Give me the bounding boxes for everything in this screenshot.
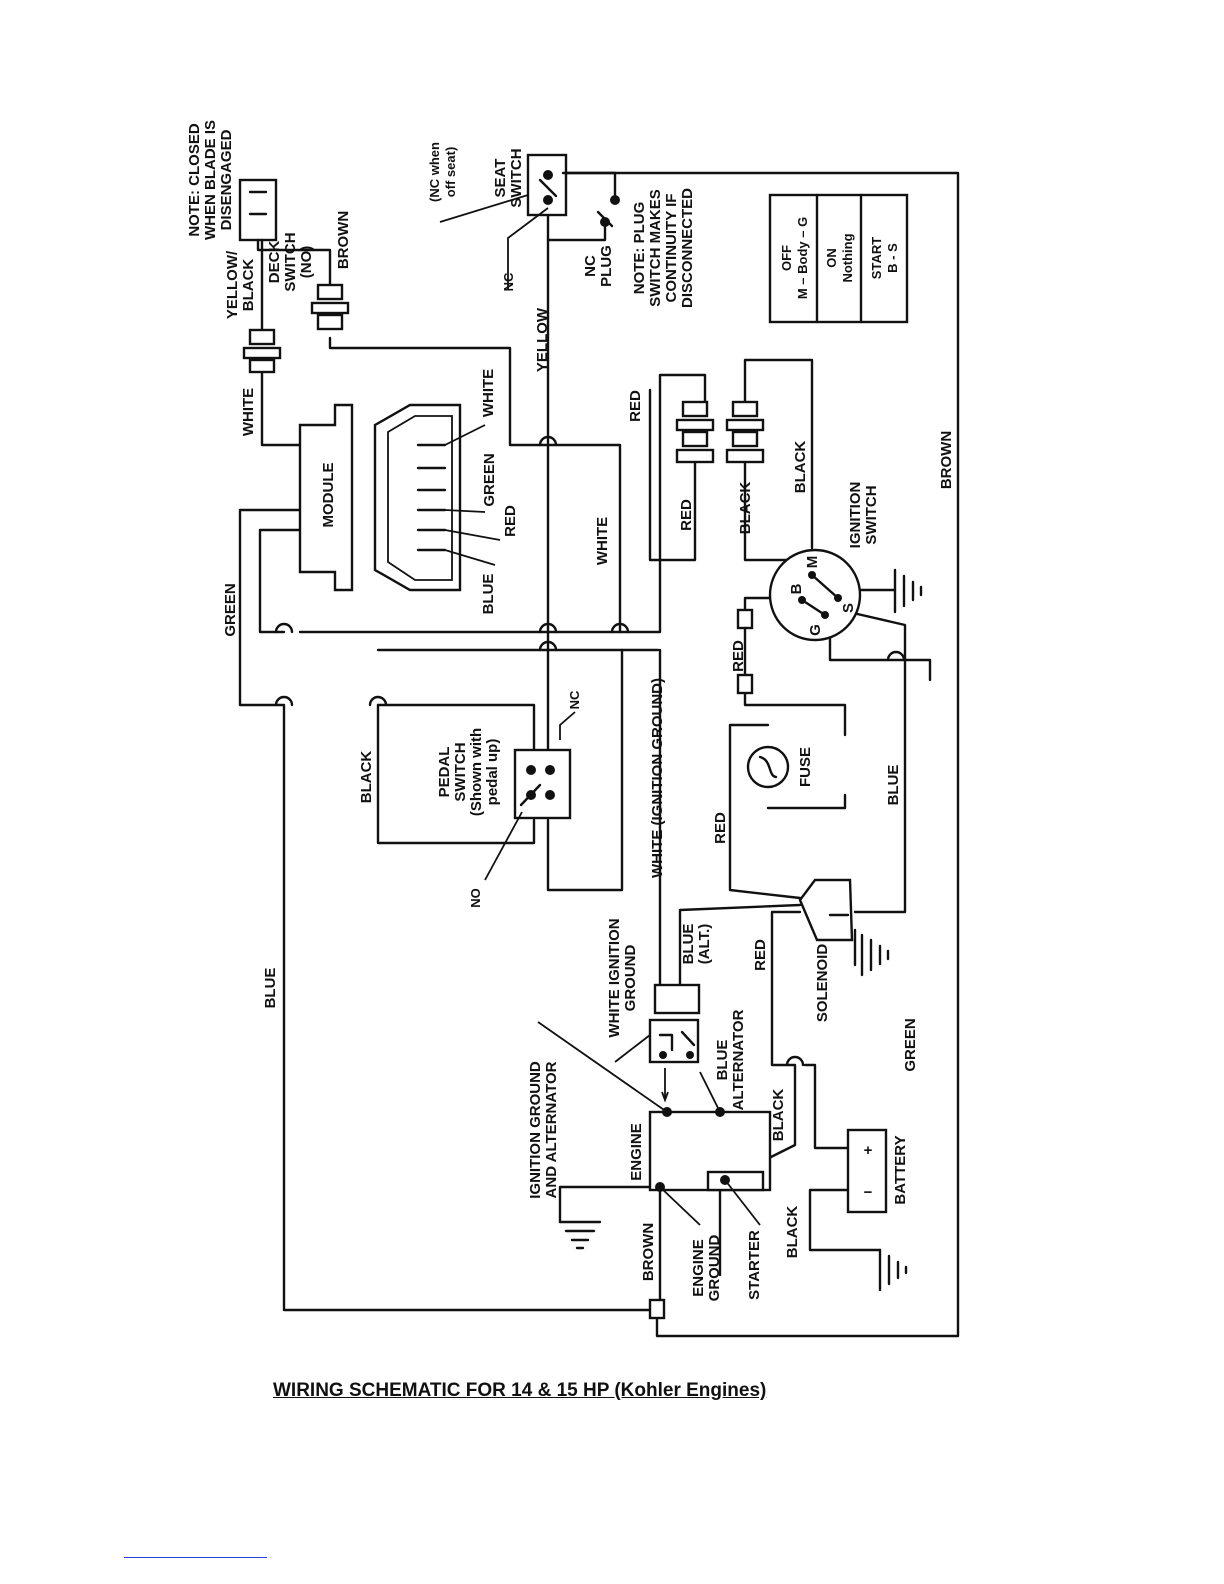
note-plug: NOTE: PLUGSWITCH MAKESCONTINUITY IFDISCO… [631, 188, 696, 308]
wire-red-low: RED [712, 812, 729, 844]
switch-table-connection-1: Nothing [840, 233, 855, 282]
engine-ground-label: ENGINEGROUND [690, 1235, 723, 1302]
terminal-b: B [788, 583, 805, 594]
blue-alternator-label: BLUEALTERNATOR [714, 1009, 747, 1110]
ground-battery [878, 1248, 908, 1292]
contact-nc-seat: NC [501, 272, 516, 291]
solenoid [798, 878, 857, 967]
battery-minus: − [864, 1184, 873, 1201]
wire-red-plug2: RED [678, 499, 695, 531]
wire-red-sol: RED [752, 939, 769, 971]
wire-black-plug: BLACK [737, 482, 754, 535]
wire-white-module: WHITE [480, 369, 497, 417]
footer-rule [124, 1557, 267, 1558]
nc-plug [546, 171, 620, 242]
red-terminal-bottom [736, 673, 754, 695]
engine [537, 1021, 772, 1226]
wire-brown-bottom: BROWN [640, 1223, 657, 1281]
module [298, 403, 354, 592]
deck-switch-label: DECKSWITCH(NO) [266, 232, 315, 291]
deck-switch [238, 178, 332, 332]
seat-switch-label: SEATSWITCH [492, 148, 525, 207]
engine-label: ENGINE [628, 1123, 645, 1181]
note-deck: NOTE: CLOSEDWHEN BLADE ISDISENGAGED [186, 120, 235, 240]
module-connector [373, 403, 501, 592]
wire-blue-module: BLUE [480, 574, 497, 615]
switch-table-position-1: ON [824, 248, 839, 268]
pedal-switch-label: PEDALSWITCH(Shown withpedal up) [436, 728, 501, 816]
wire-white-mid: WHITE [594, 517, 611, 565]
ground-ignition [893, 568, 923, 614]
pedal-switch [484, 711, 576, 881]
terminal-m: M [804, 556, 821, 569]
connector-brown [310, 283, 350, 331]
labels: NOTE: CLOSEDWHEN BLADE ISDISENGAGED NOTE:… [186, 120, 955, 1301]
wire-green-left: GREEN [222, 583, 239, 636]
battery-plus: + [864, 1142, 873, 1159]
brown-terminal [648, 1298, 666, 1320]
connector-white [242, 328, 282, 374]
wire-white-deck: WHITE [240, 388, 257, 436]
fuse-label: FUSE [797, 747, 814, 787]
schematic-caption: WIRING SCHEMATIC FOR 14 & 15 HP (Kohler … [273, 1380, 767, 1401]
ground-solenoid [860, 933, 890, 977]
wire-black-starter: BLACK [770, 1089, 787, 1142]
wire-black-ign: BLACK [792, 441, 809, 494]
ignition-switch [768, 548, 862, 642]
contact-no-pedal: NO [468, 888, 483, 908]
ignition-switch-label: IGNITIONSWITCH [847, 482, 880, 549]
ign-ground-alt-label: IGNITION GROUNDAND ALTERNATOR [527, 1061, 560, 1199]
wire-red-fuse: RED [730, 640, 747, 672]
wire-brown-deck: BROWN [335, 211, 352, 269]
connector-black [725, 400, 765, 464]
white-ign-ground-label: WHITE IGNITIONGROUND [606, 918, 639, 1037]
switch-table-connection-2: B - S [885, 243, 900, 273]
wire-blue-left: BLUE [262, 968, 279, 1009]
switch-table-connection-0: M – Body – G [795, 217, 810, 299]
wire-black-pedal: BLACK [358, 751, 375, 804]
wire-yellow-black: YELLOW/BLACK [224, 250, 257, 319]
wire-green-bat: GREEN [902, 1018, 919, 1071]
ground-engine [558, 1220, 602, 1250]
red-terminal-top [736, 608, 754, 630]
note-seat-nc: (NC whenoff seat) [427, 142, 458, 202]
solenoid-label: SOLENOID [814, 944, 831, 1023]
wire-brown-right: BROWN [938, 431, 955, 489]
terminal-s: S [840, 603, 857, 613]
nc-plug-label: NCPLUG [582, 245, 615, 287]
contact-nc-pedal: NC [567, 690, 582, 709]
module-label: MODULE [320, 463, 337, 528]
battery [846, 1128, 888, 1214]
wires [238, 171, 960, 1338]
connector-red [675, 400, 715, 464]
wire-white-ign-ground: WHITE (IGNITION GROUND) [649, 678, 666, 878]
seat-switch [439, 153, 568, 290]
fuse [746, 745, 790, 789]
switch-table [768, 193, 909, 324]
switch-table-position-0: OFF [779, 245, 794, 271]
wire-red-module: RED [502, 505, 519, 537]
terminal-g: G [807, 624, 824, 636]
alternator-connector [648, 983, 701, 1103]
switch-table-position-2: START [869, 237, 884, 279]
wire-black-bat: BLACK [784, 1206, 801, 1259]
wire-green-module: GREEN [481, 453, 498, 506]
battery-label: BATTERY [892, 1135, 909, 1204]
wire-yellow: YELLOW [534, 307, 551, 372]
starter-label: STARTER [746, 1230, 763, 1300]
wire-red-plug: RED [627, 390, 644, 422]
blue-alt-label: BLUE(ALT.) [680, 924, 713, 965]
wire-blue-right: BLUE [885, 765, 902, 806]
